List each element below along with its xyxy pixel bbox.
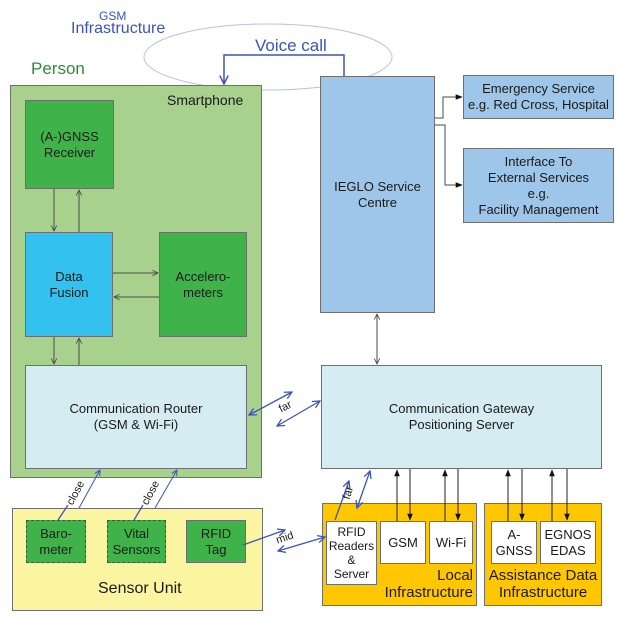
close-link-barometer-2 [78,470,100,509]
mid-link-upper [242,530,285,546]
centre-to-external-arrow [435,124,463,188]
communication-gateway-box[interactable]: Communication Gateway Positioning Server [321,365,602,469]
rfid-tag-box[interactable]: RFID Tag [186,520,246,563]
local-infrastructure-label: Local Infrastructure [384,567,473,601]
far-link-lower [277,401,320,426]
external-services-box[interactable]: Interface To External Services e.g. Faci… [463,148,614,223]
gsm-label: GSM [99,9,127,23]
communication-router-box[interactable]: Communication Router (GSM & Wi-Fi) [25,365,247,469]
egnos-edas-box[interactable]: EGNOS EDAS [540,521,596,564]
smartphone-label: Smartphone [167,92,244,108]
assistance-data-infrastructure-label: Assistance Data Infrastructure [488,567,598,601]
far-rfid-link-left [334,481,349,521]
close-link-vital-2 [154,470,177,509]
close-link-barometer [57,504,69,521]
accelerometers-box[interactable]: Accelero- meters [159,232,247,337]
emergency-service-box[interactable]: Emergency Service e.g. Red Cross, Hospit… [463,75,614,119]
gsm-box[interactable]: GSM [380,521,426,564]
gnss-receiver-box[interactable]: (A-)GNSS Receiver [25,100,114,189]
sensor-unit-label: Sensor Unit [98,580,182,597]
vital-sensors-box[interactable]: Vital Sensors [107,520,166,563]
close-link-vital [133,504,144,521]
rfid-readers-box[interactable]: RFID Readers & Server [326,521,377,585]
wifi-box[interactable]: Wi-Fi [429,521,473,564]
infrastructure-label: Infrastructure [71,20,166,37]
agnss-box[interactable]: A- GNSS [491,521,537,564]
mid-link-lower [278,537,325,551]
service-centre-box[interactable]: IEGLO Service Centre [320,76,435,313]
far-rfid-link-right-line [357,471,370,508]
voice-call-connector [224,54,345,84]
voice-call-label: Voice call [255,36,327,55]
centre-to-emergency-arrow [435,94,463,119]
barometer-box[interactable]: Baro- meter [26,520,86,563]
data-fusion-box[interactable]: Data Fusion [25,232,113,337]
person-label: Person [31,59,85,78]
far-link-upper [249,392,292,415]
